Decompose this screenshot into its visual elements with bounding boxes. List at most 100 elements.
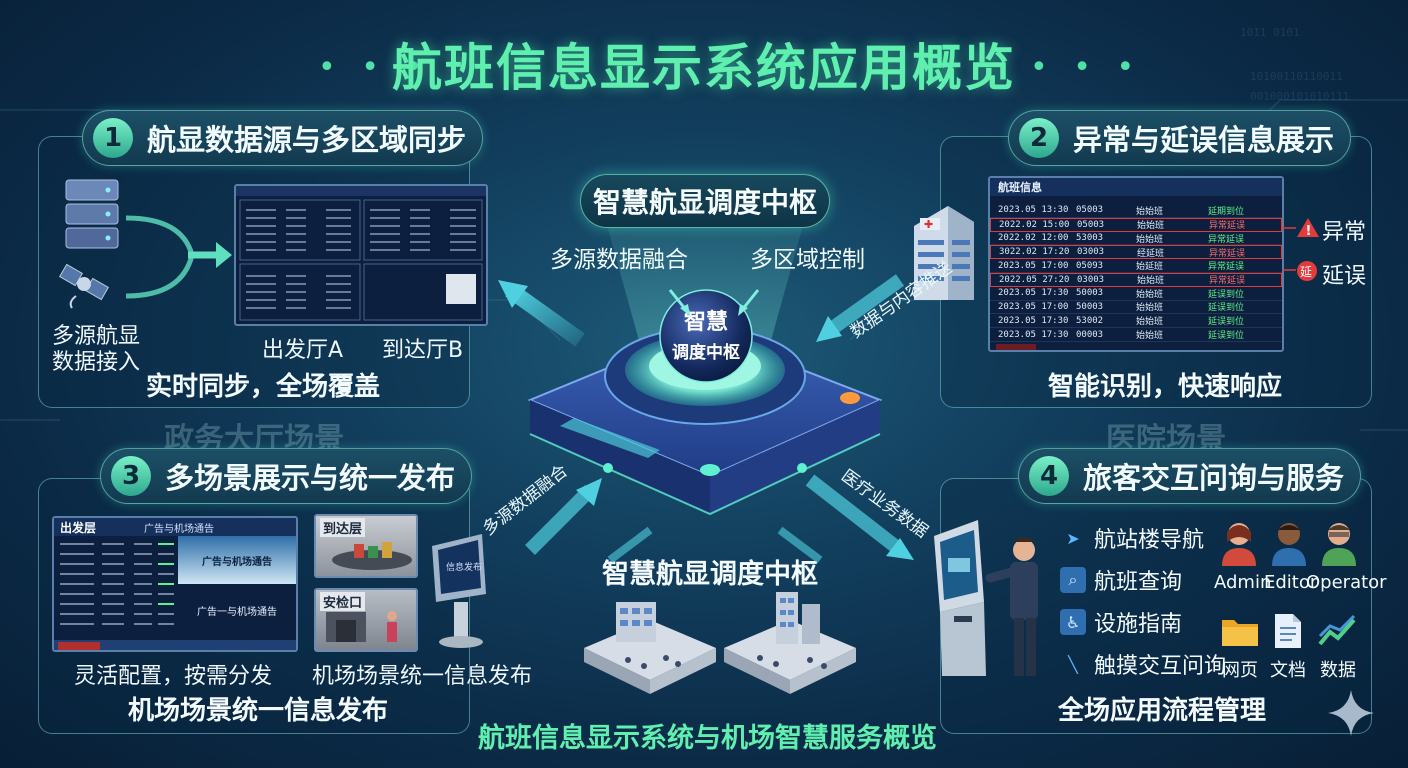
role-operator: Operator — [1306, 572, 1387, 593]
svg-text:!: ! — [1306, 224, 1312, 238]
sparkle-icon — [1328, 690, 1374, 736]
flight-cell-dest: 始始班 — [1136, 331, 1164, 342]
sync-display-grid — [236, 186, 486, 321]
service-label-facility: 设施指南 — [1094, 612, 1183, 637]
panel1-header: 1 航显数据源与多区域同步 — [82, 110, 484, 166]
flight-cell-dest: 始始班 — [1136, 317, 1164, 328]
service-list: ➤ 航站楼导航 ⌕ 航班查询 ♿ 设施指南 ╲ 触摸交互问询 — [1060, 520, 1226, 682]
admin-avatar-icon — [1222, 523, 1256, 566]
hub-top-label: 智慧航显调度中枢 — [580, 174, 830, 228]
operator-avatar-icon — [1322, 523, 1356, 566]
hub-bottom-label: 智慧航显调度中枢 — [602, 559, 818, 590]
departure-board: 出发层 广告与机场通告 广告与机场通告 广告一与机场通告 — [52, 516, 298, 652]
title-dots-left: • • • — [318, 50, 431, 85]
role-admin: Admin — [1214, 572, 1272, 593]
flight-cell-time: 2022.05 27:20 — [999, 274, 1070, 285]
service-label-navigation: 航站楼导航 — [1094, 528, 1205, 553]
navigation-arrow-icon: ➤ — [1066, 528, 1080, 548]
flight-cell-status: 异常延误 — [1208, 262, 1245, 273]
file-type-doc: 文档 — [1270, 660, 1306, 681]
service-item-touch[interactable]: ╲ 触摸交互问询 — [1060, 646, 1226, 682]
panel1-number: 1 — [93, 118, 133, 158]
panel1-title: 航显数据源与多区域同步 — [147, 123, 467, 157]
warning-icon: ! — [1297, 218, 1319, 238]
panel2-header: 2 异常与延误信息展示 — [1008, 110, 1352, 166]
data-trend-icon — [1318, 614, 1356, 646]
flight-cell-status: 异常延误 — [1209, 276, 1246, 287]
hall-a-label: 出发厅A — [262, 338, 344, 363]
satellite-icon — [59, 263, 109, 309]
flight-cell-time: 3022.02 17:20 — [999, 247, 1070, 258]
ad-banner: 广告与机场通告 — [178, 536, 296, 584]
hub-tag-multi-region: 多区域控制 — [750, 247, 865, 273]
flight-row: 3022.02 17:20 03003 经延班 异常延误 — [990, 245, 1282, 260]
departure-board-sub: 广告与机场通告 — [144, 523, 214, 535]
flight-cell-status: 异常延误 — [1209, 248, 1246, 259]
flight-cell-dest: 经延班 — [1137, 248, 1165, 259]
flight-cell-dest: 始始班 — [1136, 303, 1164, 314]
page-title: 航班信息显示系统应用概览 — [392, 39, 1016, 97]
svg-text:✚: ✚ — [924, 218, 933, 231]
flight-cell-time: 2023.05 17:30 — [998, 329, 1069, 340]
role-editor: Editor — [1264, 572, 1318, 593]
flight-cell-status: 异常延误 — [1209, 221, 1246, 232]
panel4-number: 4 — [1029, 456, 1069, 496]
facility-icon: ♿ — [1060, 609, 1086, 635]
panel4-title: 旅客交互问询与服务 — [1083, 461, 1345, 495]
flight-cell-dest: 始始班 — [1137, 276, 1165, 287]
panel4-caption: 全场应用流程管理 — [1058, 696, 1267, 726]
panel1-caption: 实时同步，全场覆盖 — [146, 372, 381, 402]
arrival-label: 到达层 — [320, 518, 366, 537]
flight-cell-dest: 始始班 — [1137, 221, 1165, 232]
flight-cell-code: 03003 — [1077, 247, 1105, 258]
flight-cell-code: 03003 — [1077, 274, 1105, 285]
hub-sphere — [659, 289, 753, 383]
flight-cell-status: 延误到位 — [1208, 289, 1245, 300]
flight-cell-code: 53002 — [1076, 315, 1104, 326]
svg-text:001000101010111: 001000101010111 — [1250, 90, 1349, 103]
terminal-buildings-right — [724, 592, 856, 694]
panel3-header: 3 多场景展示与统一发布 — [100, 448, 473, 504]
service-item-facility[interactable]: ♿ 设施指南 — [1060, 604, 1226, 640]
service-item-flight-query[interactable]: ⌕ 航班查询 — [1060, 562, 1226, 598]
flight-cell-time: 2023.05 17:00 — [998, 260, 1069, 271]
merge-arrows — [125, 215, 232, 299]
service-label-flight-query: 航班查询 — [1094, 570, 1183, 595]
kiosk-with-user-icon — [934, 520, 1038, 676]
svg-text:信息发布: 信息发布 — [446, 561, 482, 573]
panel3-caption-left: 灵活配置，按需分发 — [74, 664, 273, 689]
svg-text:延: 延 — [1300, 265, 1312, 279]
flight-cell-time: 2023.05 17:30 — [998, 288, 1069, 299]
security-gate-icon — [326, 611, 397, 642]
server-icon — [65, 179, 119, 249]
flight-cell-dest: 始始班 — [1136, 234, 1164, 245]
flight-cell-time: 2022.02 15:00 — [999, 219, 1070, 230]
panel3-title: 多场景展示与统一发布 — [165, 461, 456, 495]
hall-b-label: 到达厅B — [382, 338, 464, 363]
flight-row: 2022.05 27:20 03003 始始班 异常延误 — [990, 272, 1282, 287]
panel3-caption-right: 机场场景统一信息发布 — [312, 664, 533, 689]
service-item-navigation[interactable]: ➤ 航站楼导航 — [1060, 520, 1226, 556]
folder-icon — [1222, 620, 1258, 646]
source-label-line1: 多源航显 — [52, 324, 141, 349]
flight-cell-dest: 始始班 — [1136, 206, 1164, 217]
service-label-touch: 触摸交互问询 — [1094, 654, 1227, 679]
flight-cell-code: 00003 — [1076, 329, 1104, 340]
hub-tag-multi-source: 多源数据融合 — [550, 247, 688, 273]
board-title: 航班信息 — [990, 178, 1282, 196]
flight-cell-code: 50003 — [1076, 301, 1104, 312]
svg-text:10100110110011: 10100110110011 — [1250, 70, 1343, 83]
kiosk-display-icon: 信息发布 — [432, 534, 486, 648]
hospital-building-icon: ✚ — [914, 206, 974, 300]
flight-cell-status: 延期到位 — [1208, 206, 1245, 217]
sphere-label-line1: 智慧 — [683, 310, 728, 335]
departure-board-title: 出发层 — [60, 520, 97, 535]
flight-cell-code: 05093 — [1076, 260, 1104, 271]
